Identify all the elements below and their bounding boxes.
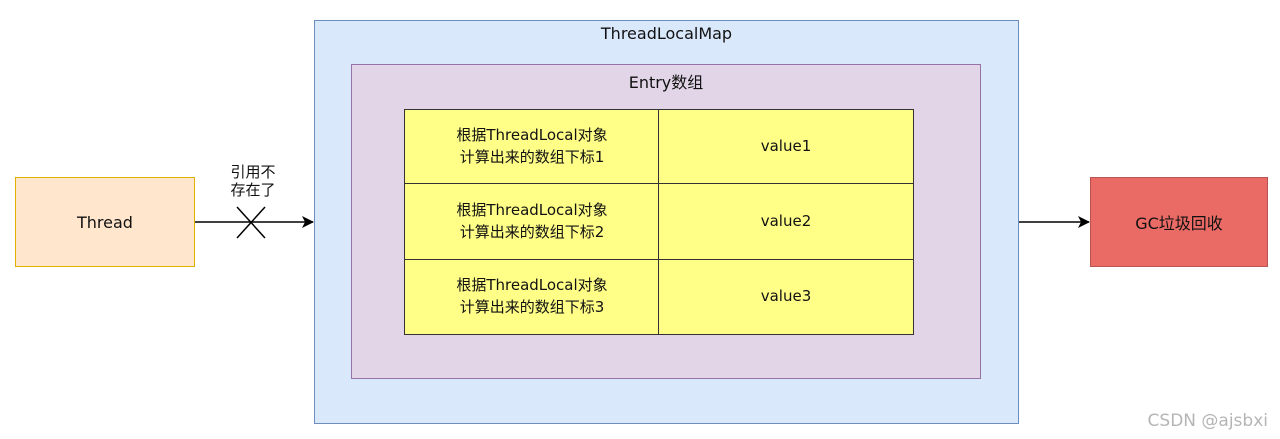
entry-key-cell-1: 根据ThreadLocal对象 计算出来的数组下标1: [404, 109, 660, 185]
entry-value-cell-3: value3: [658, 259, 914, 335]
entry-value-cell-2: value2: [658, 183, 914, 261]
gc-node: GC垃圾回收: [1090, 177, 1268, 267]
watermark: CSDN @ajsbxi: [1147, 411, 1268, 431]
entry-value-cell-1: value1: [658, 109, 914, 185]
entry-key-cell-2: 根据ThreadLocal对象 计算出来的数组下标2: [404, 183, 660, 261]
thread-node: Thread: [15, 177, 195, 267]
reference-broken-label: 引用不 存在了: [230, 163, 276, 199]
broken-reference-x-icon: [236, 206, 266, 239]
entry-key-cell-3: 根据ThreadLocal对象 计算出来的数组下标3: [404, 259, 660, 335]
threadlocalmap-title: ThreadLocalMap: [600, 24, 733, 43]
entry-array-title: Entry数组: [628, 73, 704, 92]
